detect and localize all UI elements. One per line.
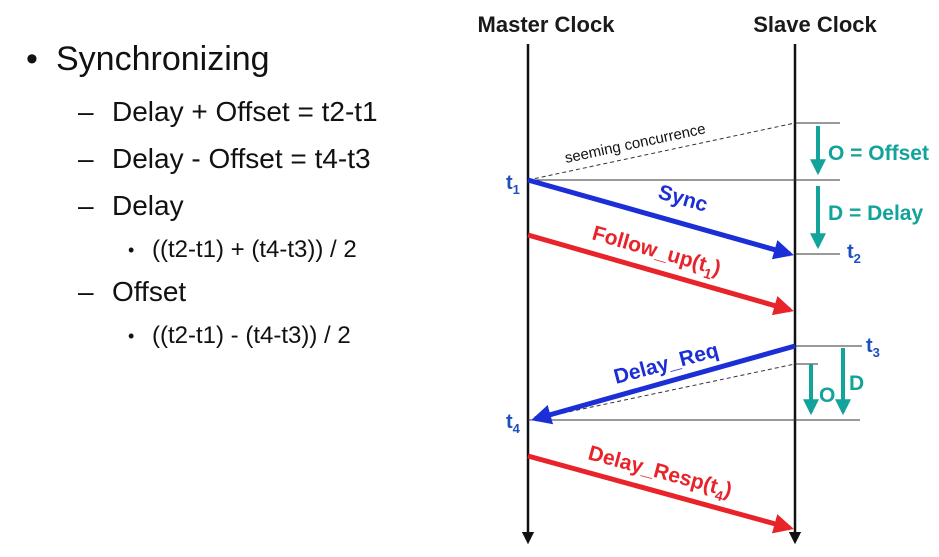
sync-label: Sync — [656, 181, 711, 217]
o-short-label: O — [819, 384, 835, 407]
sync-arrow — [527, 177, 794, 260]
dash-mark: – — [78, 276, 94, 307]
dash-mark: – — [78, 96, 94, 127]
bullet-dot: • — [26, 40, 38, 78]
formula-text: ((t2-t1) + (t4-t3)) / 2 — [152, 236, 357, 263]
slave-clock-label: Slave Clock — [753, 12, 877, 37]
sub-bullet-delay-minus-offset: – Delay - Offset = t4-t3 — [78, 143, 371, 175]
t3-label: t3 — [866, 335, 880, 360]
bullet-list: • Synchronizing – Delay + Offset = t2-t1… — [26, 40, 378, 350]
delay-resp-arrow — [527, 453, 794, 534]
dash-mark: – — [78, 190, 94, 221]
t1-label: t1 — [506, 172, 520, 197]
d-short-label: D — [849, 372, 864, 395]
sub-bullet-offset: – Offset — [78, 276, 186, 308]
delay-resp-label: Delay_Resp(t4) — [585, 442, 735, 506]
delay-legend-label: D = Delay — [828, 202, 923, 225]
sub-bullet-text: Delay - Offset = t4-t3 — [112, 143, 371, 174]
formula-text: ((t2-t1) - (t4-t3)) / 2 — [152, 322, 351, 349]
bullet-text: Synchronizing — [56, 40, 270, 78]
delay-req-arrow — [531, 343, 796, 425]
seeming-concurrence-text: seeming concurrence — [563, 120, 707, 166]
sub-sub-bullet-offset-formula: • ((t2-t1) - (t4-t3)) / 2 — [128, 322, 351, 350]
sub-bullet-delay-plus-offset: – Delay + Offset = t2-t1 — [78, 96, 378, 128]
sub-sub-bullet-delay-formula: • ((t2-t1) + (t4-t3)) / 2 — [128, 236, 357, 264]
sub-bullet-text: Delay + Offset = t2-t1 — [112, 96, 378, 127]
sub-bullet-text: Delay — [112, 190, 184, 221]
bullet-dot: • — [128, 325, 135, 346]
bullet-dot: • — [128, 239, 135, 260]
t2-label: t2 — [847, 241, 861, 266]
follow-up-arrow — [527, 232, 794, 316]
t4-label: t4 — [506, 411, 521, 436]
dash-mark: – — [78, 143, 94, 174]
delay-req-dashed-line — [534, 363, 796, 420]
master-clock-label: Master Clock — [478, 12, 616, 37]
sub-bullet-text: Offset — [112, 276, 187, 307]
bullet-synchronizing: • Synchronizing — [26, 40, 270, 79]
seeming-concurrence-line — [527, 122, 796, 181]
offset-legend-label: O = Offset — [828, 142, 929, 165]
sub-bullet-delay: – Delay — [78, 190, 184, 222]
